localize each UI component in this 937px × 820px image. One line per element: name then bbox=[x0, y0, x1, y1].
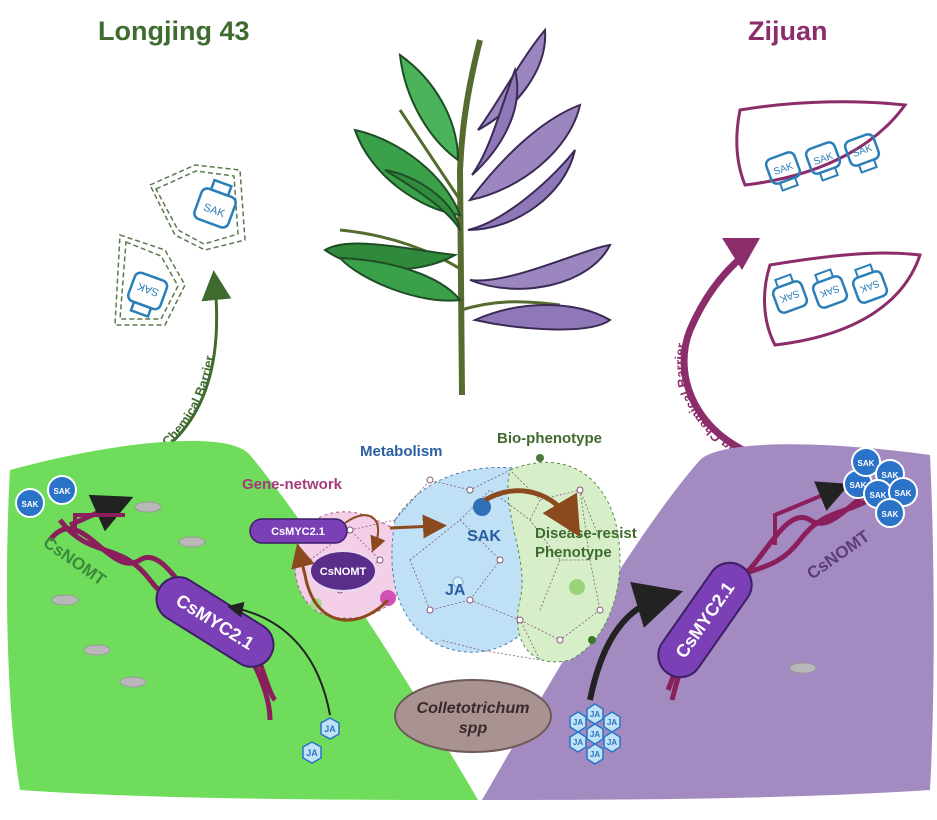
purple-leaf-2 bbox=[467, 149, 576, 231]
svg-text:JA: JA bbox=[573, 738, 583, 747]
stoma bbox=[119, 676, 147, 688]
strong-barrier-shield-upper: SAK SAK SAK bbox=[735, 100, 908, 192]
svg-text:JA: JA bbox=[324, 724, 336, 734]
svg-text:SAK: SAK bbox=[135, 279, 160, 298]
svg-text:spp: spp bbox=[459, 720, 488, 737]
stoma bbox=[83, 644, 111, 656]
zijuan-title: Zijuan bbox=[748, 16, 828, 46]
sak-molecule-lower: SAK bbox=[126, 271, 169, 319]
bio-phenotype-label: Bio-phenotype bbox=[497, 430, 602, 447]
disease-resist-label: Disease-resist bbox=[535, 525, 637, 542]
svg-text:SAK: SAK bbox=[850, 481, 867, 490]
left-ja-arrow bbox=[227, 601, 331, 716]
green-leaf-4 bbox=[398, 52, 460, 162]
csnomt-small-ellipse bbox=[309, 550, 377, 592]
svg-text:SAK: SAK bbox=[895, 489, 912, 498]
stoma bbox=[51, 594, 79, 606]
strong-barrier-arrowhead bbox=[722, 238, 760, 270]
right-sak-cluster: SAK SAK SAK SAK SAK SAK bbox=[843, 447, 918, 528]
strong-barrier-shield-lower: SAK SAK SAK bbox=[763, 251, 923, 347]
phenotype-label: Phenotype bbox=[535, 544, 612, 561]
stoma bbox=[789, 662, 817, 674]
svg-text:JA: JA bbox=[306, 748, 318, 758]
svg-text:Colletotrichum: Colletotrichum bbox=[417, 700, 530, 717]
sak-center-label: SAK bbox=[467, 528, 501, 545]
right-transcription-arrow bbox=[773, 481, 850, 545]
svg-text:CsMYC2.1: CsMYC2.1 bbox=[271, 526, 325, 538]
tea-plant bbox=[323, 27, 612, 396]
center-network: Gene-network Metabolism Bio-phenotype SA… bbox=[242, 430, 637, 663]
weak-barrier-shield-lower: SAK bbox=[114, 233, 186, 326]
svg-text:JA: JA bbox=[607, 738, 617, 747]
svg-text:JA: JA bbox=[590, 710, 600, 719]
svg-text:JA: JA bbox=[607, 718, 617, 727]
purple-leaf-3 bbox=[469, 243, 612, 290]
svg-text:SAK: SAK bbox=[870, 491, 887, 500]
green-leaf-5 bbox=[384, 169, 461, 231]
right-ja-cluster: JA JA JA JA JA JA JA bbox=[569, 703, 621, 765]
csmyc-small-pill bbox=[249, 518, 348, 544]
left-ja-molecules: JA JA bbox=[302, 717, 340, 764]
strong-barrier-arrow bbox=[680, 249, 791, 469]
stoma bbox=[134, 501, 162, 513]
stoma bbox=[178, 536, 206, 548]
svg-text:JA: JA bbox=[573, 718, 583, 727]
ja-center-label: JA bbox=[445, 582, 466, 599]
purple-leaf-4 bbox=[471, 304, 612, 331]
svg-text:JA: JA bbox=[590, 750, 600, 759]
svg-text:SAK: SAK bbox=[22, 500, 39, 509]
weak-barrier-shield-upper: SAK bbox=[148, 164, 246, 251]
svg-text:SAK: SAK bbox=[858, 459, 875, 468]
sak-node bbox=[473, 498, 491, 516]
purple-leaf-6 bbox=[471, 66, 519, 176]
metabolism-label: Metabolism bbox=[360, 443, 443, 460]
sak-molecule-upper: SAK bbox=[193, 178, 237, 229]
svg-text:SAK: SAK bbox=[54, 487, 71, 496]
longjing-leaf: SAK SAK CsNOMT CsMYC2.1 JA JA bbox=[7, 440, 479, 800]
colletotrichum-pathogen: Colletotrichum spp bbox=[394, 679, 552, 753]
zijuan-leaf: SAK SAK SAK SAK SAK SAK CsNOMT CsMYC2.1 … bbox=[482, 444, 934, 800]
svg-text:SAK: SAK bbox=[882, 471, 899, 480]
svg-text:CsNOMT: CsNOMT bbox=[320, 566, 367, 578]
svg-text:SAK: SAK bbox=[202, 201, 227, 220]
svg-text:SAK: SAK bbox=[882, 510, 899, 519]
gene-network-label: Gene-network bbox=[242, 476, 343, 493]
purple-leaf-1 bbox=[467, 103, 582, 202]
sak-molecules-lower: SAK SAK SAK bbox=[771, 263, 889, 314]
green-leaf-3 bbox=[337, 256, 462, 302]
right-ja-arrow bbox=[587, 581, 683, 701]
longjing-title: Longjing 43 bbox=[98, 16, 250, 46]
svg-text:JA: JA bbox=[590, 730, 600, 739]
left-sak-cluster: SAK SAK bbox=[15, 475, 77, 518]
